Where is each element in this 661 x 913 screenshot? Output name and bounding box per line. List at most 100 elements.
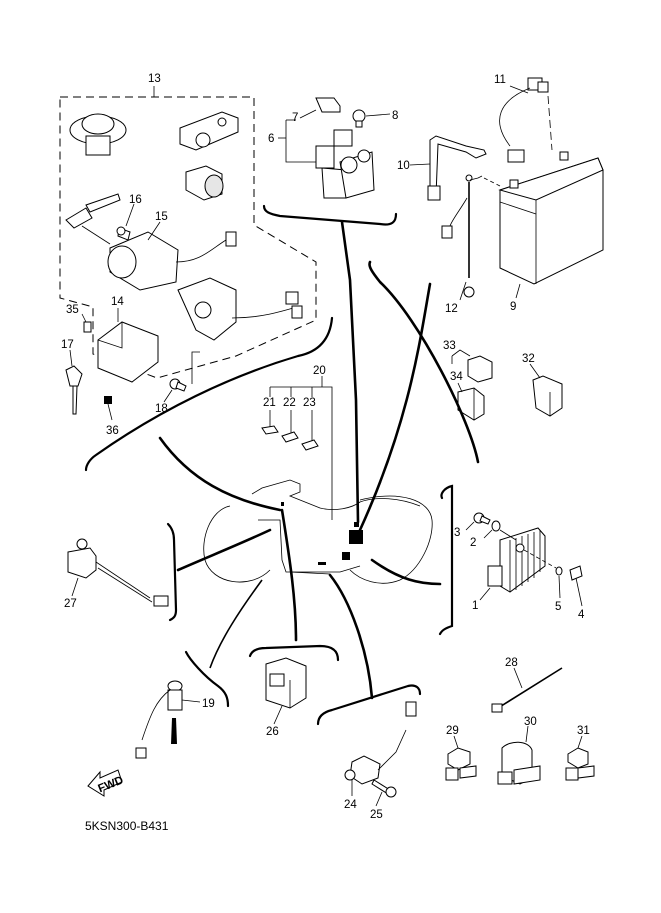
callout-21[interactable]: 21: [263, 397, 276, 409]
leader-2-to-body: [499, 529, 517, 541]
part-8-bolt[interactable]: [352, 109, 366, 128]
tank-outline: [251, 479, 421, 510]
keys[interactable]: [65, 193, 121, 245]
callout-6[interactable]: 6: [268, 133, 274, 145]
part-34-relay-socket[interactable]: [457, 387, 485, 421]
part-19-neutral-switch[interactable]: [135, 680, 183, 759]
callout-22[interactable]: 22: [283, 397, 296, 409]
callout-29[interactable]: 29: [446, 725, 459, 737]
callout-15[interactable]: 15: [155, 211, 168, 223]
callout-35[interactable]: 35: [66, 304, 79, 316]
relay-group: 33 34 32: [443, 340, 563, 421]
part-16-screw[interactable]: [116, 226, 131, 241]
callout-25[interactable]: 25: [370, 809, 383, 821]
callout-20[interactable]: 20: [313, 365, 326, 377]
part-15-main-switch[interactable]: [107, 231, 237, 291]
part-33-relay[interactable]: [467, 355, 493, 383]
callout-32[interactable]: 32: [522, 353, 535, 365]
part-30-clamp[interactable]: [497, 741, 541, 785]
switch-19-group: 19: [135, 680, 215, 759]
sensor-location: [318, 562, 326, 565]
callout-11[interactable]: 11: [494, 74, 506, 86]
callout-33[interactable]: 33: [443, 340, 456, 352]
part-32-relay[interactable]: [532, 375, 563, 417]
leader-9: [515, 283, 521, 299]
part-3-bolt[interactable]: [473, 512, 491, 525]
callout-16[interactable]: 16: [129, 194, 142, 206]
callout-9[interactable]: 9: [510, 301, 516, 313]
part-29-clamp[interactable]: [445, 747, 477, 781]
part-11-lead-wire[interactable]: [499, 77, 553, 163]
leader-4: [575, 577, 583, 607]
part-22-fuse[interactable]: [281, 431, 299, 443]
callout-23[interactable]: 23: [303, 397, 316, 409]
callout-27[interactable]: 27: [64, 598, 77, 610]
switch-location: [281, 502, 284, 506]
part-14-cdi-unit[interactable]: [97, 321, 159, 383]
wire-starter-relay: [340, 220, 360, 524]
leader-12: [459, 281, 467, 301]
callout-24[interactable]: 24: [344, 799, 357, 811]
part-12-ground-lead[interactable]: [441, 174, 501, 298]
leader-6-bracket: [285, 120, 316, 163]
callout-19[interactable]: 19: [202, 698, 215, 710]
part-7-fuse[interactable]: [315, 97, 341, 113]
part-23-fuse[interactable]: [301, 439, 319, 451]
callout-28[interactable]: 28: [505, 657, 518, 669]
part-28-cable-tie[interactable]: [491, 667, 563, 713]
leader-18-tie: [191, 351, 200, 384]
callout-10[interactable]: 10: [397, 160, 410, 172]
fuse-group: 20 21 22 23: [261, 365, 333, 520]
fuel-cap-lock[interactable]: [69, 113, 127, 156]
callout-7[interactable]: 7: [292, 112, 298, 124]
part-24-sidestand-switch[interactable]: [344, 701, 417, 785]
group-13-dashed-outline: [59, 96, 317, 379]
part-18-bolt[interactable]: [169, 378, 187, 392]
group-13-bracket: [84, 316, 334, 472]
leader-19: [181, 699, 201, 703]
handlebar-switch[interactable]: [177, 277, 303, 341]
seat-lock[interactable]: [179, 111, 239, 151]
part-2-washer[interactable]: [491, 520, 501, 532]
callout-3[interactable]: 3: [454, 527, 460, 539]
part-4-nut[interactable]: [569, 565, 583, 581]
wire-battery: [358, 282, 432, 532]
callout-30[interactable]: 30: [524, 716, 537, 728]
callout-5[interactable]: 5: [555, 601, 561, 613]
main-switch-set-group: 13 16: [59, 73, 317, 437]
lock-cylinder[interactable]: [185, 165, 224, 201]
part-17-key[interactable]: [65, 365, 83, 415]
part-26-flasher-relay[interactable]: [265, 657, 307, 709]
part-35-screw[interactable]: [83, 321, 92, 333]
leader-26: [273, 705, 283, 725]
part-27-sensor[interactable]: [67, 538, 169, 607]
callout-14[interactable]: 14: [111, 296, 124, 308]
part-6-starter-relay[interactable]: [315, 129, 375, 199]
leader-5: [558, 575, 561, 599]
callout-2[interactable]: 2: [470, 537, 476, 549]
part-21-fuse[interactable]: [261, 425, 279, 435]
part-31-clamp[interactable]: [565, 747, 595, 781]
callout-31[interactable]: 31: [577, 725, 590, 737]
front-wheel: [203, 505, 271, 583]
switch-24-group: 24 25: [344, 701, 417, 821]
part-9-battery[interactable]: [498, 151, 604, 285]
callout-4[interactable]: 4: [578, 609, 585, 621]
callout-17[interactable]: 17: [61, 339, 74, 351]
part-1-rectifier[interactable]: [487, 527, 546, 593]
callout-26[interactable]: 26: [266, 726, 279, 738]
callout-36[interactable]: 36: [106, 425, 119, 437]
callout-34[interactable]: 34: [450, 371, 463, 383]
clamp-group: 28 29 30 31: [445, 657, 595, 785]
callout-8[interactable]: 8: [392, 110, 398, 122]
callout-13[interactable]: 13: [148, 73, 161, 85]
part-10-battery-band[interactable]: [427, 135, 487, 201]
callout-12[interactable]: 12: [445, 303, 458, 315]
sensor-27-bracket: [166, 522, 178, 622]
part-36-nut[interactable]: [104, 396, 112, 404]
left-bracket-group: 27: [64, 522, 272, 622]
callout-1[interactable]: 1: [472, 600, 478, 612]
part-25-screw[interactable]: [371, 779, 397, 798]
leader-28: [513, 667, 523, 689]
part-5-washer[interactable]: [555, 566, 563, 576]
